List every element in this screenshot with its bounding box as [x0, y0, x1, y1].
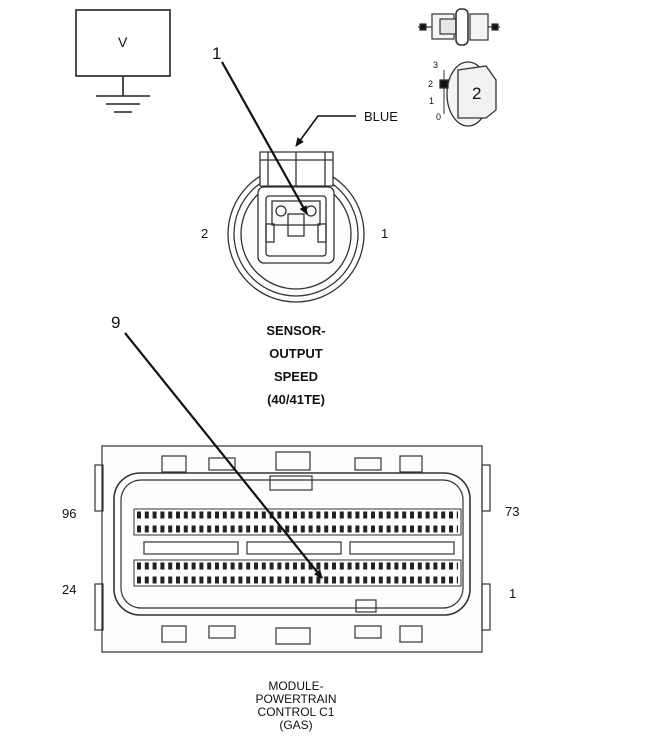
key-scale-label-0: 0 — [436, 112, 442, 122]
sensor-title-line-1: SENSOR- — [266, 323, 326, 338]
wire-color-label: BLUE — [364, 109, 398, 124]
sensor-title-line-3: SPEED — [273, 369, 319, 384]
ground-symbol — [75, 9, 171, 113]
sensor-title-line-4: (40/41TE) — [267, 392, 325, 407]
callout-number-9: 9 — [111, 313, 121, 332]
pcm-cavity-label-73: 73 — [505, 504, 520, 519]
pcm-cavity-label-24: 24 — [62, 582, 77, 597]
key-icon — [439, 61, 497, 127]
pcm-cavity-label-96: 96 — [62, 506, 77, 521]
pcm-title-line-4: (GAS) — [279, 718, 313, 732]
ground-symbol-label: V — [118, 34, 128, 50]
sensor-connector-title: SENSOR- OUTPUT SPEED (40/41TE) — [236, 319, 356, 411]
pcm-title-line-1: MODULE- — [268, 679, 324, 693]
sensor-title-line-2: OUTPUT — [269, 346, 323, 361]
key-outline-label: 2 — [472, 84, 482, 103]
pcm-connector — [94, 445, 491, 653]
pcm-title-line-3: CONTROL C1 — [257, 705, 335, 719]
callout-arrow-1 — [221, 61, 308, 215]
key-scale-label-2: 2 — [428, 79, 434, 89]
sensor-connector — [227, 151, 365, 303]
sensor-cavity-label-1: 1 — [381, 226, 389, 241]
pcm-cavity-label-1: 1 — [509, 586, 517, 601]
connector-side-view-icon — [418, 8, 500, 46]
callout-arrow-9 — [124, 332, 323, 579]
key-scale-label-1: 1 — [429, 96, 435, 106]
pcm-title-line-2: POWERTRAIN — [255, 692, 337, 706]
wire-color-leader — [295, 115, 356, 147]
key-scale-label-3: 3 — [433, 60, 439, 70]
pcm-connector-title: MODULE- POWERTRAIN CONTROL C1 (GAS) — [226, 680, 366, 732]
callout-number-1: 1 — [212, 44, 222, 63]
sensor-cavity-label-2: 2 — [201, 226, 209, 241]
